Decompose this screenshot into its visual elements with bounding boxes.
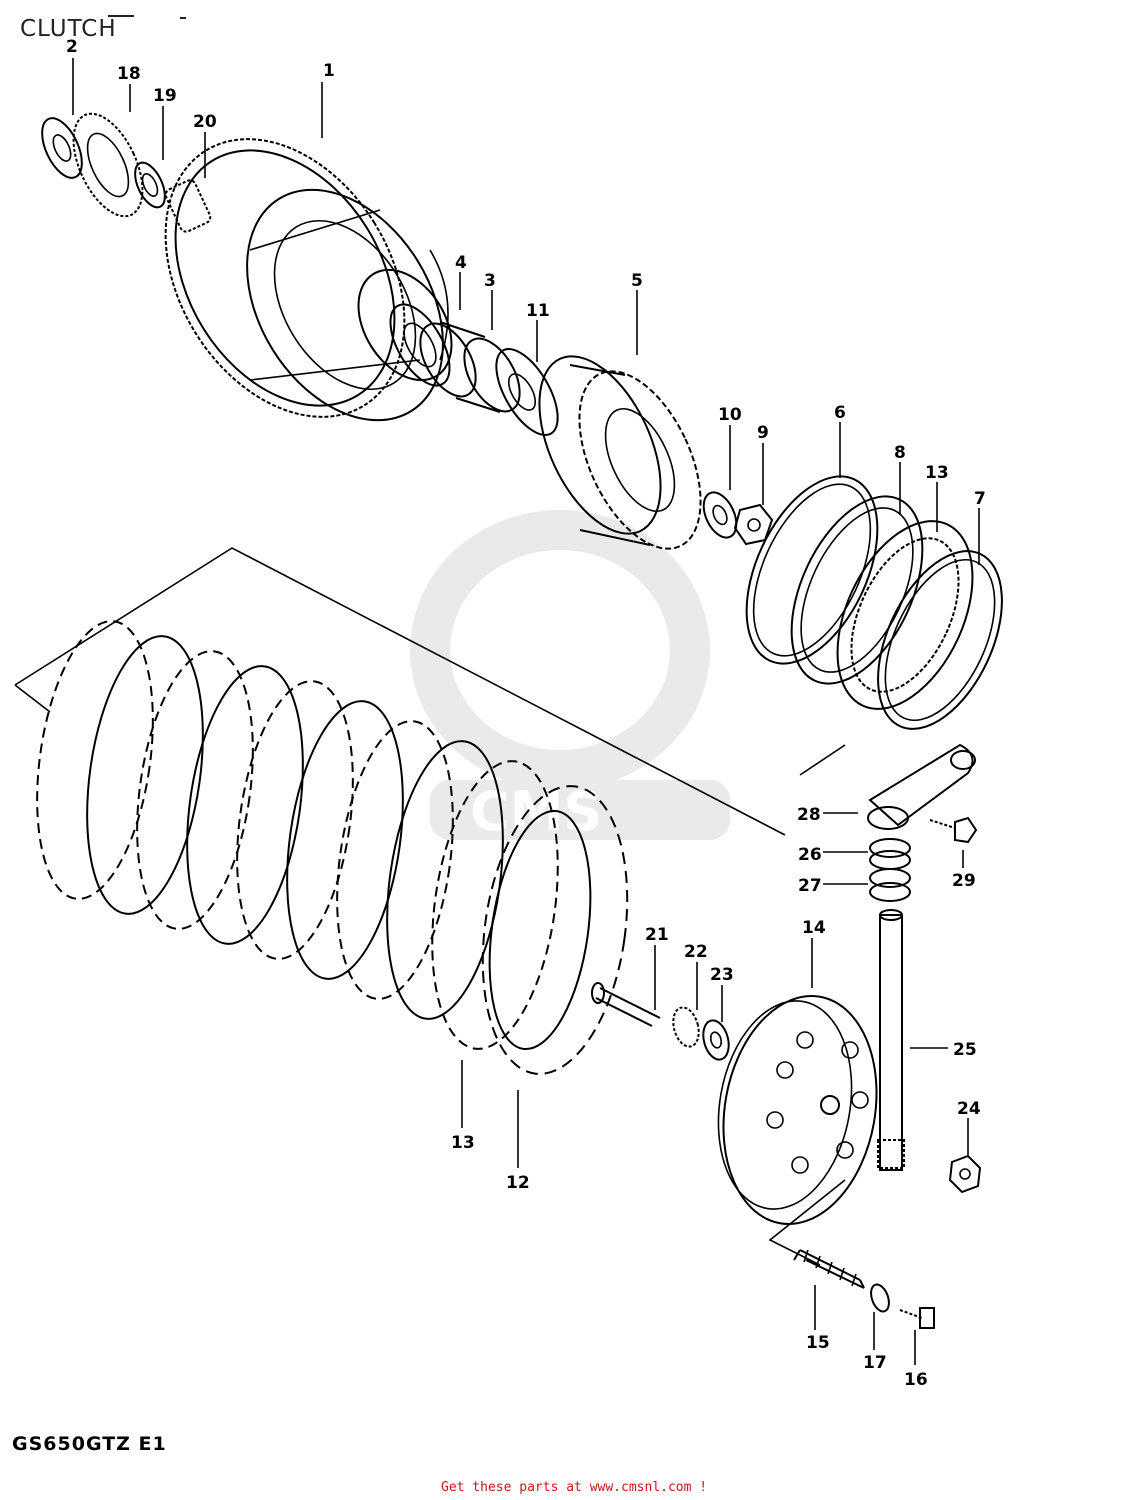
callout-labels: 1 2 3 4 5 6 7 8 9 10 11 12 13 13 14 15 1…: [66, 37, 986, 1390]
part-6-spring-ring: [745, 475, 879, 665]
callout-6: 6: [834, 403, 846, 423]
part-29-bolt: [929, 816, 978, 844]
callout-23: 23: [710, 965, 734, 985]
part-19-spacer: [134, 161, 166, 209]
part-20-needle-bearing: [164, 179, 212, 233]
part-24-nut: [948, 1154, 982, 1194]
page-title: CLUTCH: [20, 16, 117, 42]
title-underline: [108, 15, 134, 17]
callout-3: 3: [484, 271, 496, 291]
plates-stack: [36, 620, 629, 1075]
watermark-text: CMS: [470, 780, 602, 843]
part-1-clutch-housing: [164, 138, 453, 422]
callout-29: 29: [952, 871, 976, 891]
part-16-bolt: [899, 1307, 935, 1329]
part-27-bush: [869, 868, 911, 902]
part-7-driven-plate: [877, 550, 1003, 730]
callout-2: 2: [66, 37, 78, 57]
part-14-pressure-plate: [717, 995, 878, 1225]
callout-13-rings: 13: [925, 463, 949, 483]
cms-watermark: CMS: [410, 510, 730, 843]
part-11-thrust-washer: [495, 348, 559, 436]
callout-9: 9: [757, 423, 769, 443]
callout-20: 20: [193, 112, 217, 132]
callout-13-plates: 13: [451, 1133, 475, 1153]
callout-21: 21: [645, 925, 669, 945]
footer-parts-link[interactable]: Get these parts at www.cmsnl.com !: [441, 1480, 708, 1495]
title-mark: [180, 17, 186, 19]
callout-28: 28: [797, 805, 821, 825]
callout-26: 26: [798, 845, 822, 865]
model-code: GS650GTZ E1: [12, 1433, 167, 1455]
callout-10: 10: [718, 405, 742, 425]
callout-27: 27: [798, 876, 822, 896]
callout-14: 14: [802, 918, 826, 938]
callout-8: 8: [894, 443, 906, 463]
part-25-release-shaft: [877, 909, 905, 1171]
part-28-release-arm: [867, 743, 976, 830]
part-3-sleeve: [419, 321, 521, 413]
part-15-clutch-spring: [793, 1249, 865, 1289]
callout-17: 17: [863, 1353, 887, 1373]
plate-stack-outline: [14, 547, 786, 836]
callout-12: 12: [506, 1173, 530, 1193]
callout-16: 16: [904, 1370, 928, 1390]
part-10-lock-washer: [702, 491, 738, 539]
part-2-washer: [41, 117, 83, 179]
leader-lines: [72, 58, 980, 1365]
part-4-bushing: [389, 303, 451, 387]
callout-7: 7: [974, 489, 986, 509]
callout-24: 24: [957, 1099, 981, 1119]
part-21-push-piece: [591, 982, 661, 1027]
part-23-washer: [702, 1019, 730, 1061]
part-18-plate: [72, 112, 144, 218]
part-17-washer: [870, 1283, 890, 1313]
part-26-oil-seal: [869, 838, 911, 870]
part-13-drive-plate-small: [836, 520, 974, 710]
part-22-bearing: [672, 1006, 700, 1048]
callout-1: 1: [323, 61, 335, 81]
callout-15: 15: [806, 1333, 830, 1353]
callout-19: 19: [153, 86, 177, 106]
callout-18: 18: [117, 64, 141, 84]
callout-11: 11: [526, 301, 550, 321]
callout-25: 25: [953, 1040, 977, 1060]
callout-5: 5: [631, 271, 643, 291]
callout-22: 22: [684, 942, 708, 962]
callout-4: 4: [455, 253, 467, 273]
